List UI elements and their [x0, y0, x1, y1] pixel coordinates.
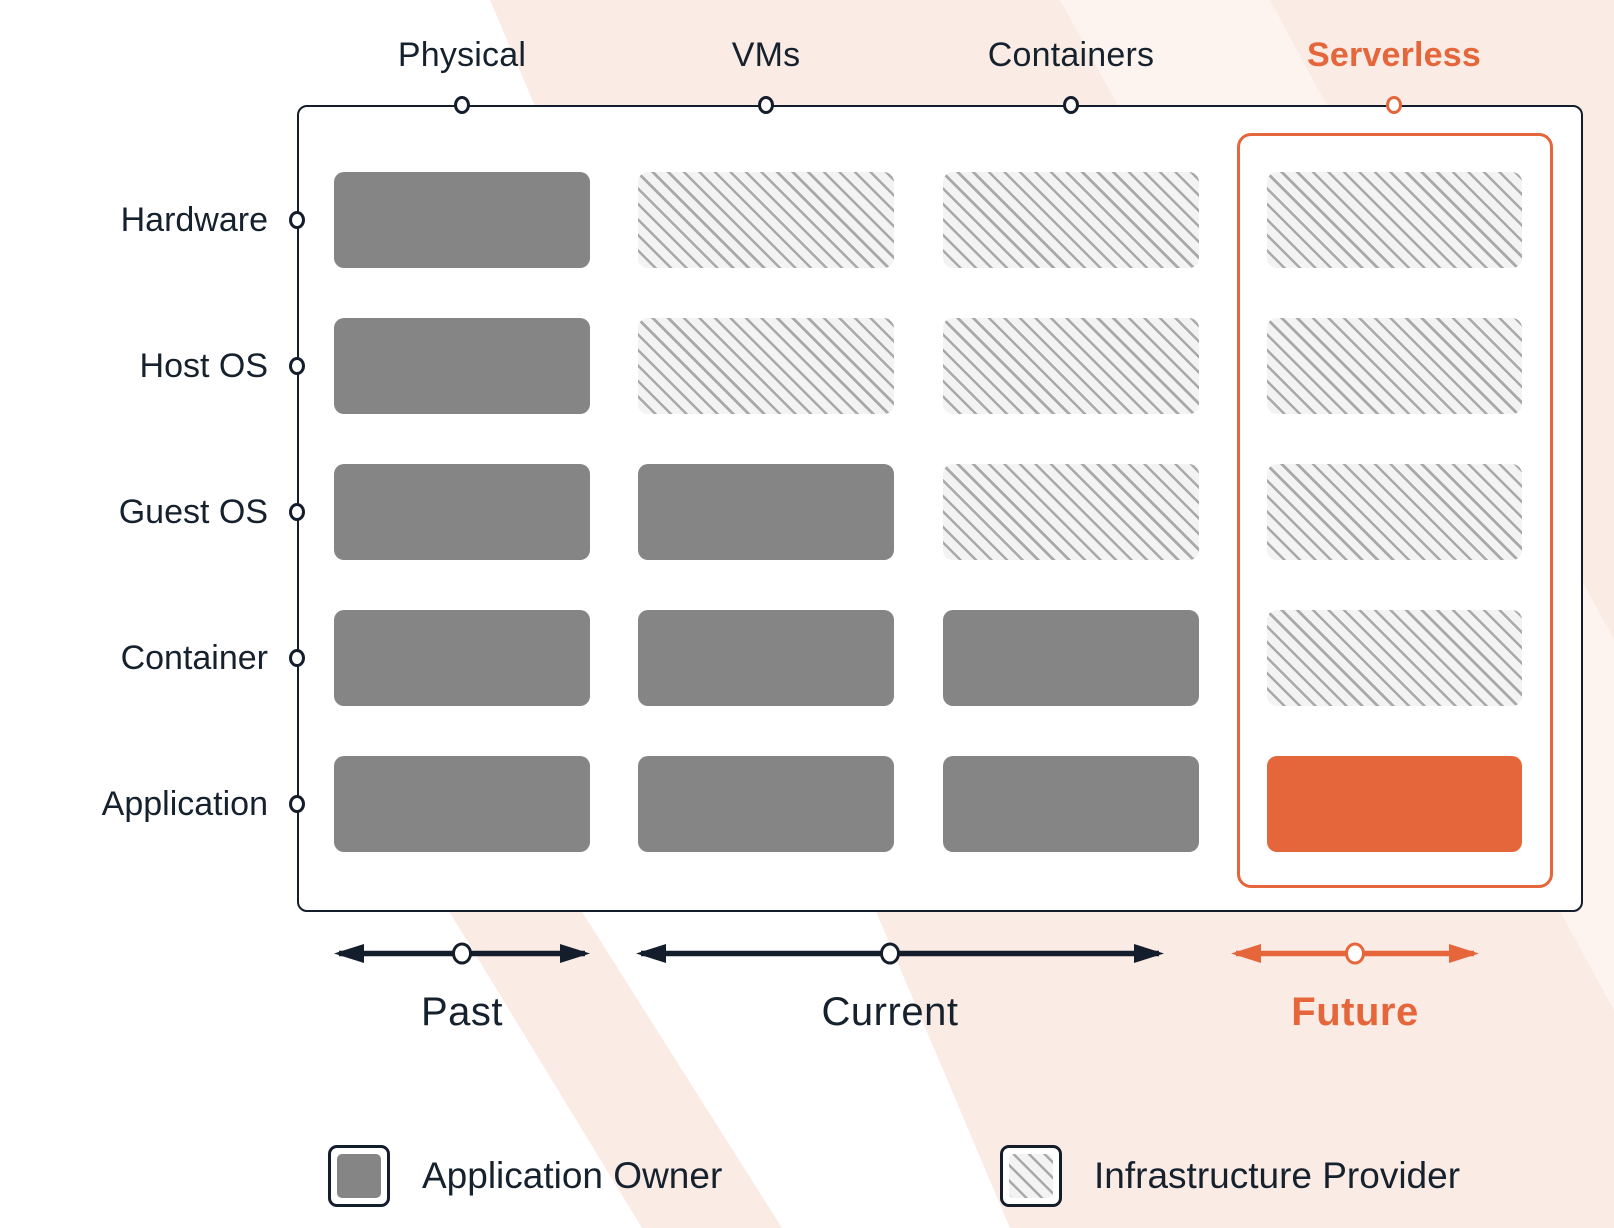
legend-label-application-owner: Application Owner [422, 1155, 723, 1196]
row-label-container: Container [120, 639, 268, 677]
cell-application-serverless [1267, 756, 1522, 852]
column-marker-physical [454, 96, 470, 114]
era-arrow-current [636, 942, 1164, 965]
cell-hardware-physical [334, 172, 590, 268]
legend-swatch-fill-owner [337, 1154, 381, 1198]
cell-application-vms [638, 756, 894, 852]
cell-guest-os-serverless [1267, 464, 1522, 560]
cell-application-containers [943, 756, 1199, 852]
column-label-containers: Containers [987, 36, 1155, 74]
era-arrow-past [334, 942, 590, 965]
cell-guest-os-physical [334, 464, 590, 560]
era-arrow-future [1231, 942, 1479, 965]
era-label-past: Past [420, 990, 504, 1034]
legend-swatch-infrastructure-provider [1000, 1145, 1062, 1207]
era-label-current: Current [821, 990, 959, 1034]
era-marker-future [1345, 942, 1365, 965]
cell-guest-os-containers [943, 464, 1199, 560]
cell-host-os-serverless [1267, 318, 1522, 414]
cell-guest-os-vms [638, 464, 894, 560]
legend-label-infrastructure-provider: Infrastructure Provider [1094, 1155, 1461, 1196]
cell-hardware-containers [943, 172, 1199, 268]
era-marker-past [452, 942, 472, 965]
cell-host-os-physical [334, 318, 590, 414]
era-marker-current [880, 942, 900, 965]
cell-host-os-containers [943, 318, 1199, 414]
legend-swatch-application-owner [328, 1145, 390, 1207]
legend-swatch-fill-provider [1009, 1154, 1053, 1198]
serverless-highlight-frame [1237, 133, 1553, 888]
cell-hardware-vms [638, 172, 894, 268]
cell-application-physical [334, 756, 590, 852]
row-marker-container [289, 649, 305, 667]
row-marker-guest-os [289, 503, 305, 521]
column-marker-vms [758, 96, 774, 114]
cell-container-containers [943, 610, 1199, 706]
cell-container-serverless [1267, 610, 1522, 706]
row-label-host-os: Host OS [139, 347, 268, 385]
cell-host-os-vms [638, 318, 894, 414]
row-label-hardware: Hardware [120, 201, 268, 239]
column-label-serverless: Serverless [1306, 36, 1482, 74]
row-marker-host-os [289, 357, 305, 375]
row-marker-hardware [289, 211, 305, 229]
column-marker-serverless [1386, 96, 1402, 114]
column-label-physical: Physical [397, 36, 527, 74]
column-marker-containers [1063, 96, 1079, 114]
era-label-future: Future [1291, 990, 1419, 1034]
row-label-guest-os: Guest OS [118, 493, 268, 531]
cell-container-vms [638, 610, 894, 706]
cell-hardware-serverless [1267, 172, 1522, 268]
cell-container-physical [334, 610, 590, 706]
row-marker-application [289, 795, 305, 813]
column-label-vms: VMs [731, 36, 801, 74]
row-label-application: Application [101, 785, 268, 823]
